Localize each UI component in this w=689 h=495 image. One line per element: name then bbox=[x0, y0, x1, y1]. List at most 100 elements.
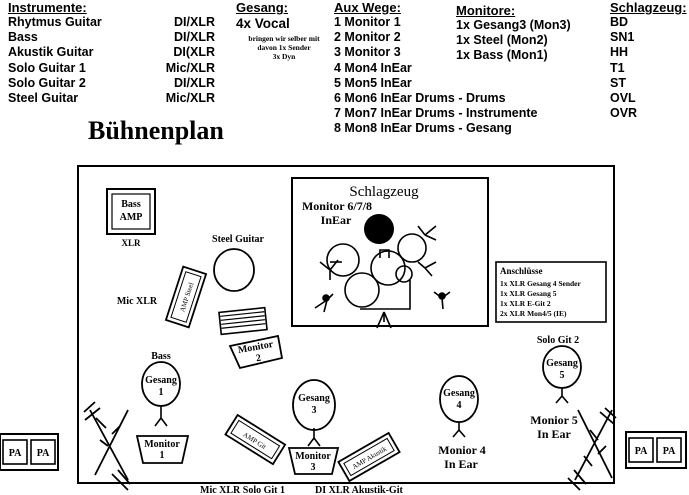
instrument-name: Solo Guitar 2 bbox=[8, 75, 86, 90]
monitor-item: 1x Gesang3 (Mon3) bbox=[456, 18, 571, 32]
vocal-position-5: Gesang 5 bbox=[542, 345, 582, 404]
monitor-1-label: Monitor bbox=[144, 439, 180, 450]
vocals-main: 4x Vocal bbox=[236, 16, 290, 31]
instrument-connection: DI(XLR bbox=[173, 45, 215, 60]
vocals-note-line: davon 1x Sender bbox=[257, 43, 311, 52]
steel-guitar-label: Steel Guitar bbox=[212, 234, 264, 245]
instruments-heading: Instrumente: bbox=[8, 0, 87, 15]
monitors-heading: Monitore: bbox=[456, 3, 516, 18]
bass-amp-label: AMP bbox=[120, 212, 143, 223]
drum-label: Schlagzeug bbox=[349, 184, 419, 200]
aux-item: 8 Mon8 InEar Drums - Gesang bbox=[334, 121, 512, 136]
connections-heading: Anschlüsse bbox=[500, 266, 543, 276]
instrument-name: Steel Guitar bbox=[8, 91, 79, 106]
bottom-caption-left: Mic XLR Solo Git 1 bbox=[200, 485, 285, 495]
drumkit-item: ST bbox=[610, 75, 626, 90]
drumkit-item: T1 bbox=[610, 60, 625, 75]
pa-label: PA bbox=[9, 448, 22, 459]
aux-item: 2 Monitor 2 bbox=[334, 30, 401, 45]
drumkit-item: BD bbox=[610, 15, 629, 29]
amp-steel: AMP Steel bbox=[164, 265, 208, 329]
instrument-name: Bass bbox=[8, 30, 38, 45]
monitor-4-label: Monior 4 bbox=[438, 443, 485, 457]
stage-outline bbox=[77, 165, 615, 484]
monitor-2: Monitor 2 bbox=[228, 334, 284, 370]
instrument-connection: DI/XLR bbox=[174, 30, 215, 45]
vocals-note: bringen wir selber mit davon 1x Sender 3… bbox=[236, 34, 332, 61]
monitors-list: 1x Gesang3 (Mon3) 1x Steel (Mon2) 1x Bas… bbox=[456, 18, 571, 64]
aux-heading: Aux Wege: bbox=[334, 0, 401, 15]
aux-list: 1 Monitor 1 2 Monitor 2 3 Monitor 3 4 Mo… bbox=[334, 15, 538, 137]
bass-amp-label: Bass bbox=[121, 199, 141, 210]
steel-guitar-position bbox=[213, 248, 255, 292]
pa-left: PA PA bbox=[0, 433, 59, 471]
instrument-row: Bass DI/XLR bbox=[8, 30, 215, 45]
amp-git: AMP Git bbox=[224, 413, 287, 466]
amp-akustik: AMP Akustik bbox=[337, 431, 401, 483]
stage-title: Bühnenplan bbox=[88, 116, 224, 145]
aux-item: 1 Monitor 1 bbox=[334, 15, 401, 29]
drumkit-item: OVR bbox=[610, 106, 638, 121]
aux-item: 3 Monitor 3 bbox=[334, 45, 401, 60]
monitor-3-label: Monitor bbox=[295, 451, 331, 462]
drumkit-item: OVL bbox=[610, 91, 636, 106]
pa-right: PA PA bbox=[625, 431, 687, 469]
bass-label: Bass bbox=[151, 351, 171, 362]
connections-box: Anschlüsse 1x XLR Gesang 4 Sender 1x XLR… bbox=[495, 261, 607, 323]
bottom-caption-right: DI XLR Akustik-Git bbox=[315, 485, 403, 495]
gesang-5-label: 5 bbox=[560, 370, 565, 381]
vocals-heading: Gesang: bbox=[236, 0, 289, 15]
gesang-1-label: Gesang bbox=[145, 375, 177, 386]
drum-throne bbox=[364, 214, 394, 244]
monitor-1: Monitor 1 bbox=[135, 435, 190, 464]
drum-riser: Schlagzeug Monitor 6/7/8 InEar bbox=[291, 177, 489, 329]
instrument-name: Akustik Guitar bbox=[8, 45, 94, 60]
monitor-1-label: 1 bbox=[160, 450, 165, 461]
gesang-5-label: Gesang bbox=[546, 358, 578, 369]
instrument-row: Solo Guitar 1 Mic/XLR bbox=[8, 61, 215, 76]
vocal-position-3: Gesang 3 bbox=[292, 379, 336, 447]
instrument-name: Rhytmus Guitar bbox=[8, 15, 102, 29]
drumkit-item: HH bbox=[610, 45, 629, 60]
pa-label: PA bbox=[635, 446, 648, 457]
drumkit-heading: Schlagzeug: bbox=[610, 0, 687, 15]
monitor-3: Monitor 3 bbox=[287, 447, 340, 475]
instrument-row: Solo Guitar 2 DI/XLR bbox=[8, 76, 215, 91]
instrument-name: Solo Guitar 1 bbox=[8, 60, 86, 75]
monitor-4-label: In Ear bbox=[444, 457, 478, 471]
drum-monitor-line: InEar bbox=[321, 213, 352, 227]
front-mic-stands-left bbox=[83, 401, 131, 491]
solo-git-2-label: Solo Git 2 bbox=[537, 335, 579, 346]
drumkit-item: SN1 bbox=[610, 30, 635, 45]
pa-label: PA bbox=[37, 448, 50, 459]
gesang-3-label: Gesang bbox=[298, 393, 330, 404]
vocal-position-1: Gesang 1 bbox=[141, 361, 181, 427]
instrument-row: Steel Guitar Mic/XLR bbox=[8, 91, 215, 106]
connections-item: 1x XLR E-Git 2 bbox=[500, 299, 551, 308]
bass-amp-connection: XLR bbox=[121, 238, 141, 248]
connections-item: 1x XLR Gesang 4 Sender bbox=[500, 279, 582, 288]
instrument-row: Akustik Guitar DI(XLR bbox=[8, 45, 215, 60]
gesang-4-label: Gesang bbox=[443, 388, 475, 399]
vocal-position-4: Gesang 4 bbox=[439, 375, 479, 438]
monitor-3-label: 3 bbox=[311, 462, 316, 473]
instrument-connection: Mic/XLR bbox=[165, 91, 215, 106]
vocals-note-line: bringen wir selber mit bbox=[248, 34, 320, 43]
aux-item: 7 Mon7 InEar Drums - Instrumente bbox=[334, 106, 538, 121]
steel-guitar-instrument bbox=[218, 306, 268, 336]
monitor-item: 1x Bass (Mon1) bbox=[456, 48, 548, 63]
instrument-connection: DI/XLR bbox=[174, 75, 215, 90]
vocals-note-line: 3x Dyn bbox=[272, 52, 296, 61]
gesang-1-label: 1 bbox=[159, 387, 164, 398]
drumkit-list: BD SN1 HH T1 ST OVL OVR bbox=[610, 15, 637, 121]
gesang-4-label: 4 bbox=[457, 400, 462, 411]
bass-amp: Bass AMP XLR bbox=[106, 188, 156, 248]
connections-item: 2x XLR Mon4/5 (IE) bbox=[500, 309, 567, 318]
instrument-connection: Mic/XLR bbox=[165, 60, 215, 75]
pa-label: PA bbox=[663, 446, 676, 457]
monitor-item: 1x Steel (Mon2) bbox=[456, 33, 548, 48]
front-mic-stands-right bbox=[567, 407, 617, 491]
